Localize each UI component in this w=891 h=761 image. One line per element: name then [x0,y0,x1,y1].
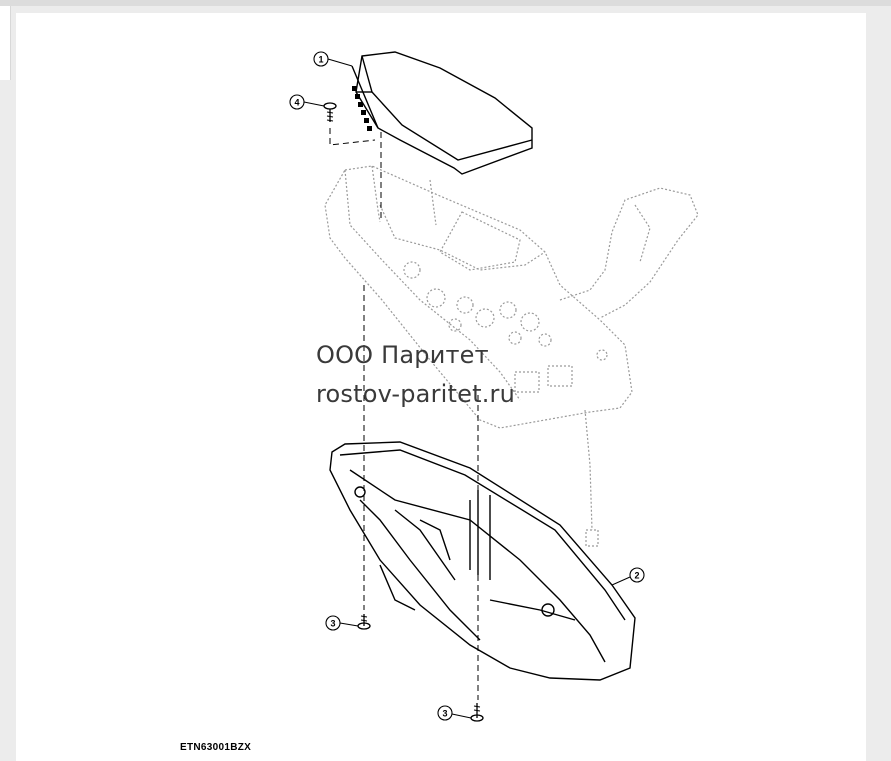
lower-housing [329,441,636,681]
top-strip [0,0,891,6]
svg-text:1: 1 [318,55,323,65]
svg-text:3: 3 [330,619,335,629]
svg-text:4: 4 [294,98,299,108]
console-ghost [324,165,699,547]
svg-text:3: 3 [442,709,447,719]
callout-3-lower: 3 [437,705,453,721]
callout-2: 2 [629,567,645,583]
content-panel [16,13,866,761]
watermark-website: rostov-paritet.ru [316,380,516,408]
screw-3-upper [357,614,371,630]
callout-3-upper: 3 [325,615,341,631]
figure-id: ETN63001BZX [180,742,252,753]
assembly-lines [329,128,479,700]
screw-3-lower [470,703,484,722]
callout-4: 4 [289,94,305,110]
watermark-company: ООО Паритет [316,341,489,369]
armrest-hinge [352,86,372,131]
callout-leaders [303,58,631,719]
svg-text:2: 2 [634,571,639,581]
armrest-cover [351,51,533,175]
left-side-panel [0,6,11,80]
screw-4 [323,102,337,122]
callout-1: 1 [313,51,329,67]
